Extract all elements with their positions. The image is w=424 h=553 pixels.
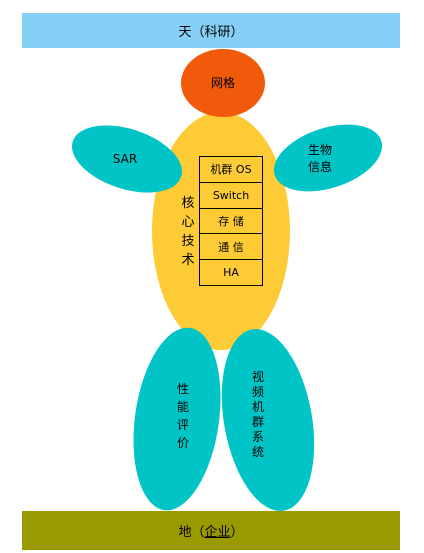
head-ellipse bbox=[181, 49, 265, 117]
right-leg-label: 视 频 机 群 系 统 bbox=[251, 370, 264, 459]
sky-band-label: 天（科研） bbox=[178, 25, 244, 40]
left-leg-label: 性 能 评 价 bbox=[176, 382, 189, 450]
right-leg-ellipse bbox=[208, 321, 328, 519]
body-ellipse bbox=[152, 112, 290, 350]
stack-item-ha: HA bbox=[223, 266, 239, 280]
ground-band-underlined: 企业 bbox=[204, 525, 231, 540]
stack-item-storage: 存 储 bbox=[200, 209, 262, 235]
stack-item-switch: Switch bbox=[200, 183, 262, 209]
left-arm-label: SAR bbox=[112, 152, 138, 166]
stack-item-os: 机群 OS bbox=[200, 157, 262, 183]
ground-band: 地（企业） bbox=[22, 511, 400, 550]
tech-stack: 机群 OS Switch 存 储 通 信 HA bbox=[199, 156, 263, 286]
sky-band: 天（科研） bbox=[22, 13, 400, 48]
right-arm-label: 生物 信息 bbox=[307, 143, 332, 174]
ground-band-prefix: 地（ bbox=[178, 525, 205, 540]
head-label: 网格 bbox=[210, 76, 235, 90]
ground-band-suffix: ） bbox=[230, 525, 244, 540]
stack-item-comm: 通 信 bbox=[200, 234, 262, 261]
core-tech-label: 核 心 技 术 bbox=[181, 196, 195, 268]
